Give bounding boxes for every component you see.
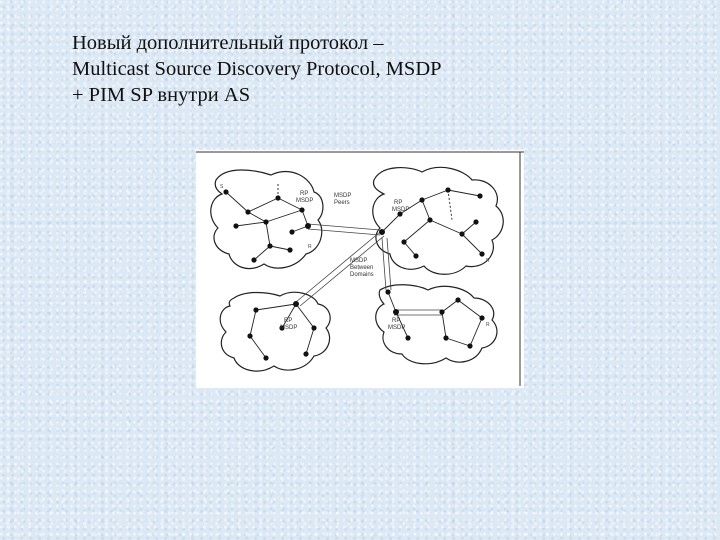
source-node-label: S	[220, 184, 224, 190]
router-node	[455, 297, 461, 303]
router-node	[393, 309, 399, 315]
router-node	[287, 247, 293, 253]
router-node	[293, 301, 299, 307]
msdp-between-label: MSDP	[350, 258, 367, 264]
msdp-peer-links	[295, 223, 442, 316]
receiver-node-label: R	[486, 322, 490, 328]
msdp-label: MSDP	[392, 207, 409, 213]
domain-cloud-top-left	[210, 169, 324, 269]
router-node	[445, 187, 451, 193]
domain-cloud-bottom-right	[375, 284, 498, 365]
router-node	[439, 309, 445, 315]
router-node	[303, 351, 309, 357]
router-node	[385, 289, 391, 295]
router-node	[289, 229, 295, 235]
router-node	[267, 243, 273, 249]
domain-cloud-bottom-left	[219, 291, 331, 372]
router-node	[479, 251, 485, 257]
msdp-peers-label: Peers	[334, 200, 350, 206]
router-node	[223, 189, 229, 195]
msdp-label: MSDP	[388, 325, 405, 331]
router-node	[473, 219, 479, 225]
msdp-peers-label: MSDP	[334, 193, 351, 199]
router-node	[263, 219, 269, 225]
title-line-3: + PIM SP внутри AS	[72, 84, 251, 106]
receiver-node-label: R	[486, 258, 490, 264]
title-line-2: Multicast Source Discovery Protocol, MSD…	[72, 58, 442, 80]
rp-label: RP	[392, 318, 400, 324]
router-node	[299, 207, 305, 213]
router-node	[305, 223, 311, 229]
diagram-svg: RP MSDP RP MSDP RP MSDP RP MSDP MSDP Pee…	[196, 151, 524, 386]
router-node	[401, 239, 407, 245]
msdp-network-diagram: RP MSDP RP MSDP RP MSDP RP MSDP MSDP Pee…	[196, 150, 524, 388]
receiver-node-label: R	[308, 244, 312, 250]
msdp-between-label: Between	[350, 265, 373, 271]
intra-domain-links	[225, 184, 483, 359]
rp-label: RP	[394, 200, 402, 206]
router-node	[263, 355, 269, 361]
router-node	[233, 223, 239, 229]
router-nodes	[223, 187, 485, 361]
router-node	[245, 209, 251, 215]
domain-cloud-top-right	[372, 166, 504, 275]
router-node	[397, 211, 403, 217]
router-node	[427, 217, 433, 223]
title-line-1: Новый дополнительный протокол –	[72, 32, 384, 54]
router-node	[253, 307, 259, 313]
msdp-label: MSDP	[280, 325, 297, 331]
router-node	[419, 197, 425, 203]
router-node	[379, 229, 385, 235]
rp-label: RP	[284, 318, 292, 324]
router-node	[443, 335, 449, 341]
router-node	[275, 195, 281, 201]
router-node	[459, 231, 465, 237]
msdp-between-label: Domains	[350, 272, 374, 278]
router-node	[467, 343, 473, 349]
slide-title: Новый дополнительный протокол – Multicas…	[72, 30, 542, 108]
router-node	[279, 325, 285, 331]
router-node	[405, 335, 411, 341]
router-node	[477, 193, 483, 199]
rp-label: RP	[300, 191, 308, 197]
router-node	[413, 253, 419, 259]
router-node	[247, 333, 253, 339]
router-node	[311, 325, 317, 331]
router-node	[251, 257, 257, 263]
msdp-label: MSDP	[296, 198, 313, 204]
router-node	[479, 315, 485, 321]
